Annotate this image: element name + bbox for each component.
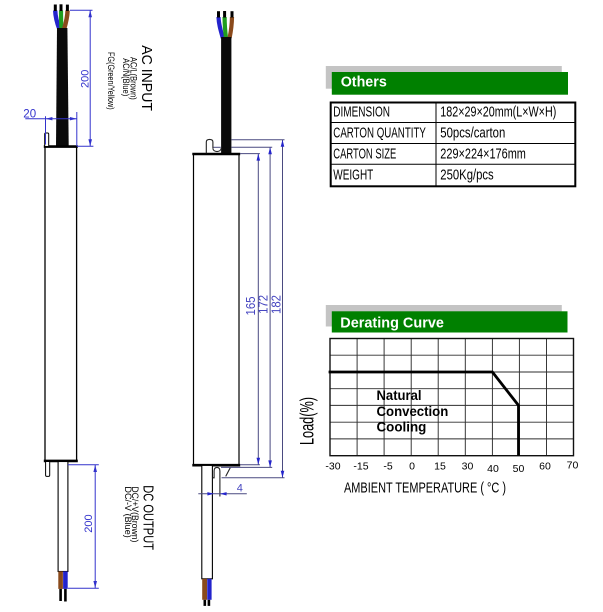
- svg-text:-30: -30: [325, 461, 340, 473]
- svg-text:DC OUTPUT: DC OUTPUT: [140, 485, 157, 550]
- svg-text:250Kg/pcs: 250Kg/pcs: [440, 167, 493, 183]
- svg-text:50: 50: [513, 463, 525, 475]
- svg-text:15: 15: [434, 461, 446, 473]
- svg-text:40: 40: [487, 463, 499, 475]
- svg-text:DC/+V(Brown): DC/+V(Brown): [130, 486, 140, 542]
- svg-text:Convection: Convection: [377, 404, 449, 419]
- svg-text:172: 172: [255, 295, 270, 314]
- svg-text:Cooling: Cooling: [377, 419, 427, 434]
- svg-text:Derating Curve: Derating Curve: [340, 314, 444, 331]
- svg-text:Others: Others: [341, 75, 387, 91]
- svg-text:CARTON SIZE: CARTON SIZE: [333, 147, 396, 163]
- svg-text:4: 4: [237, 483, 243, 495]
- svg-text:182×29×20mm(L×W×H): 182×29×20mm(L×W×H): [440, 105, 556, 121]
- svg-text:DC/-V (Blue): DC/-V (Blue): [123, 486, 133, 537]
- svg-text:CARTON QUANTITY: CARTON QUANTITY: [333, 126, 426, 142]
- svg-text:229×224×176mm: 229×224×176mm: [440, 147, 526, 163]
- svg-text:DIMENSION: DIMENSION: [333, 105, 390, 121]
- svg-text:-15: -15: [353, 461, 368, 473]
- svg-text:Natural: Natural: [377, 388, 422, 403]
- svg-text:50pcs/carton: 50pcs/carton: [440, 126, 505, 142]
- svg-text:0: 0: [409, 461, 415, 473]
- svg-text:70: 70: [567, 460, 579, 472]
- svg-text:Load(%): Load(%): [298, 397, 319, 445]
- svg-text:60: 60: [539, 461, 551, 473]
- svg-text:WEIGHT: WEIGHT: [333, 167, 373, 183]
- svg-text:AC/N(Blue): AC/N(Blue): [121, 58, 131, 96]
- svg-text:200: 200: [83, 514, 95, 532]
- svg-text:165: 165: [243, 297, 258, 316]
- svg-text:AC/L(Brown): AC/L(Brown): [128, 57, 138, 100]
- svg-text:182: 182: [269, 295, 284, 314]
- svg-text:FG(Green/Yellow): FG(Green/Yellow): [106, 52, 116, 110]
- svg-text:200: 200: [79, 70, 91, 88]
- svg-text:20: 20: [23, 109, 36, 121]
- svg-text:AMBIENT TEMPERATURE ( °C ): AMBIENT TEMPERATURE ( °C ): [344, 481, 506, 497]
- svg-text:AC INPUT: AC INPUT: [138, 45, 155, 111]
- svg-text:30: 30: [462, 461, 474, 473]
- svg-text:-5: -5: [383, 461, 392, 473]
